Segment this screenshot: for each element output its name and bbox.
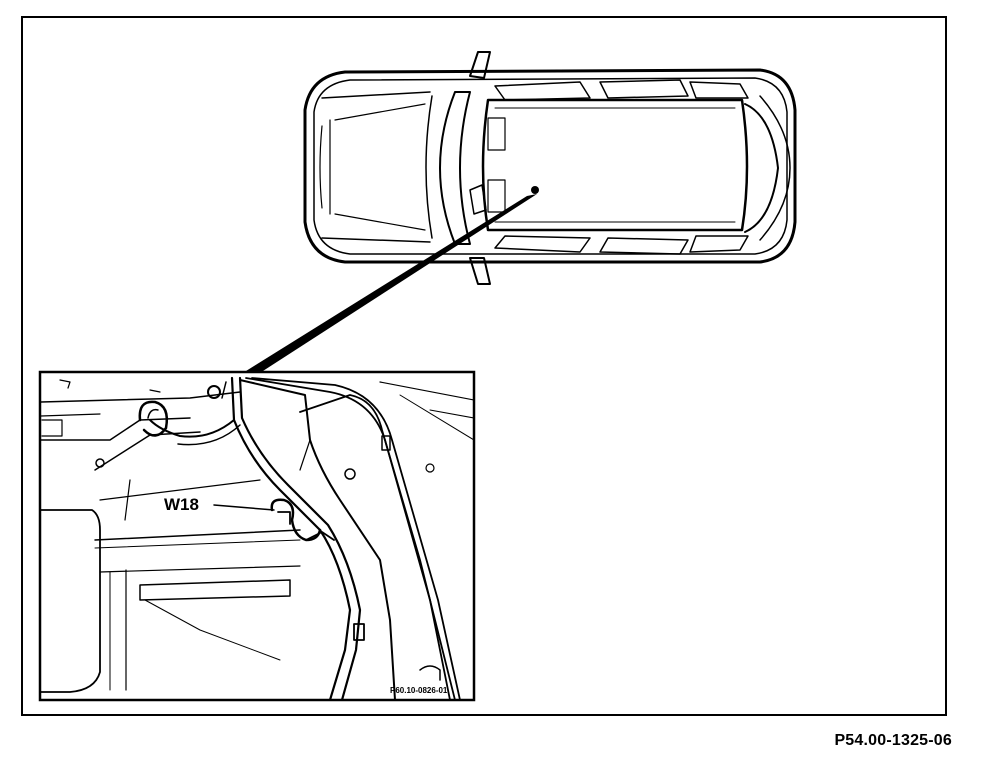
w18-leader-line [213, 504, 275, 511]
location-marker [531, 186, 539, 194]
figure-code: P54.00-1325-06 [834, 732, 952, 749]
vehicle-top-view [303, 51, 797, 285]
detail-code-label: P60.10-0826-01 [390, 686, 448, 695]
detail-inset: W18 P60.10-0826-01 [38, 370, 476, 702]
callout-pointer [238, 194, 537, 378]
component-label-w18: W18 [164, 495, 199, 514]
